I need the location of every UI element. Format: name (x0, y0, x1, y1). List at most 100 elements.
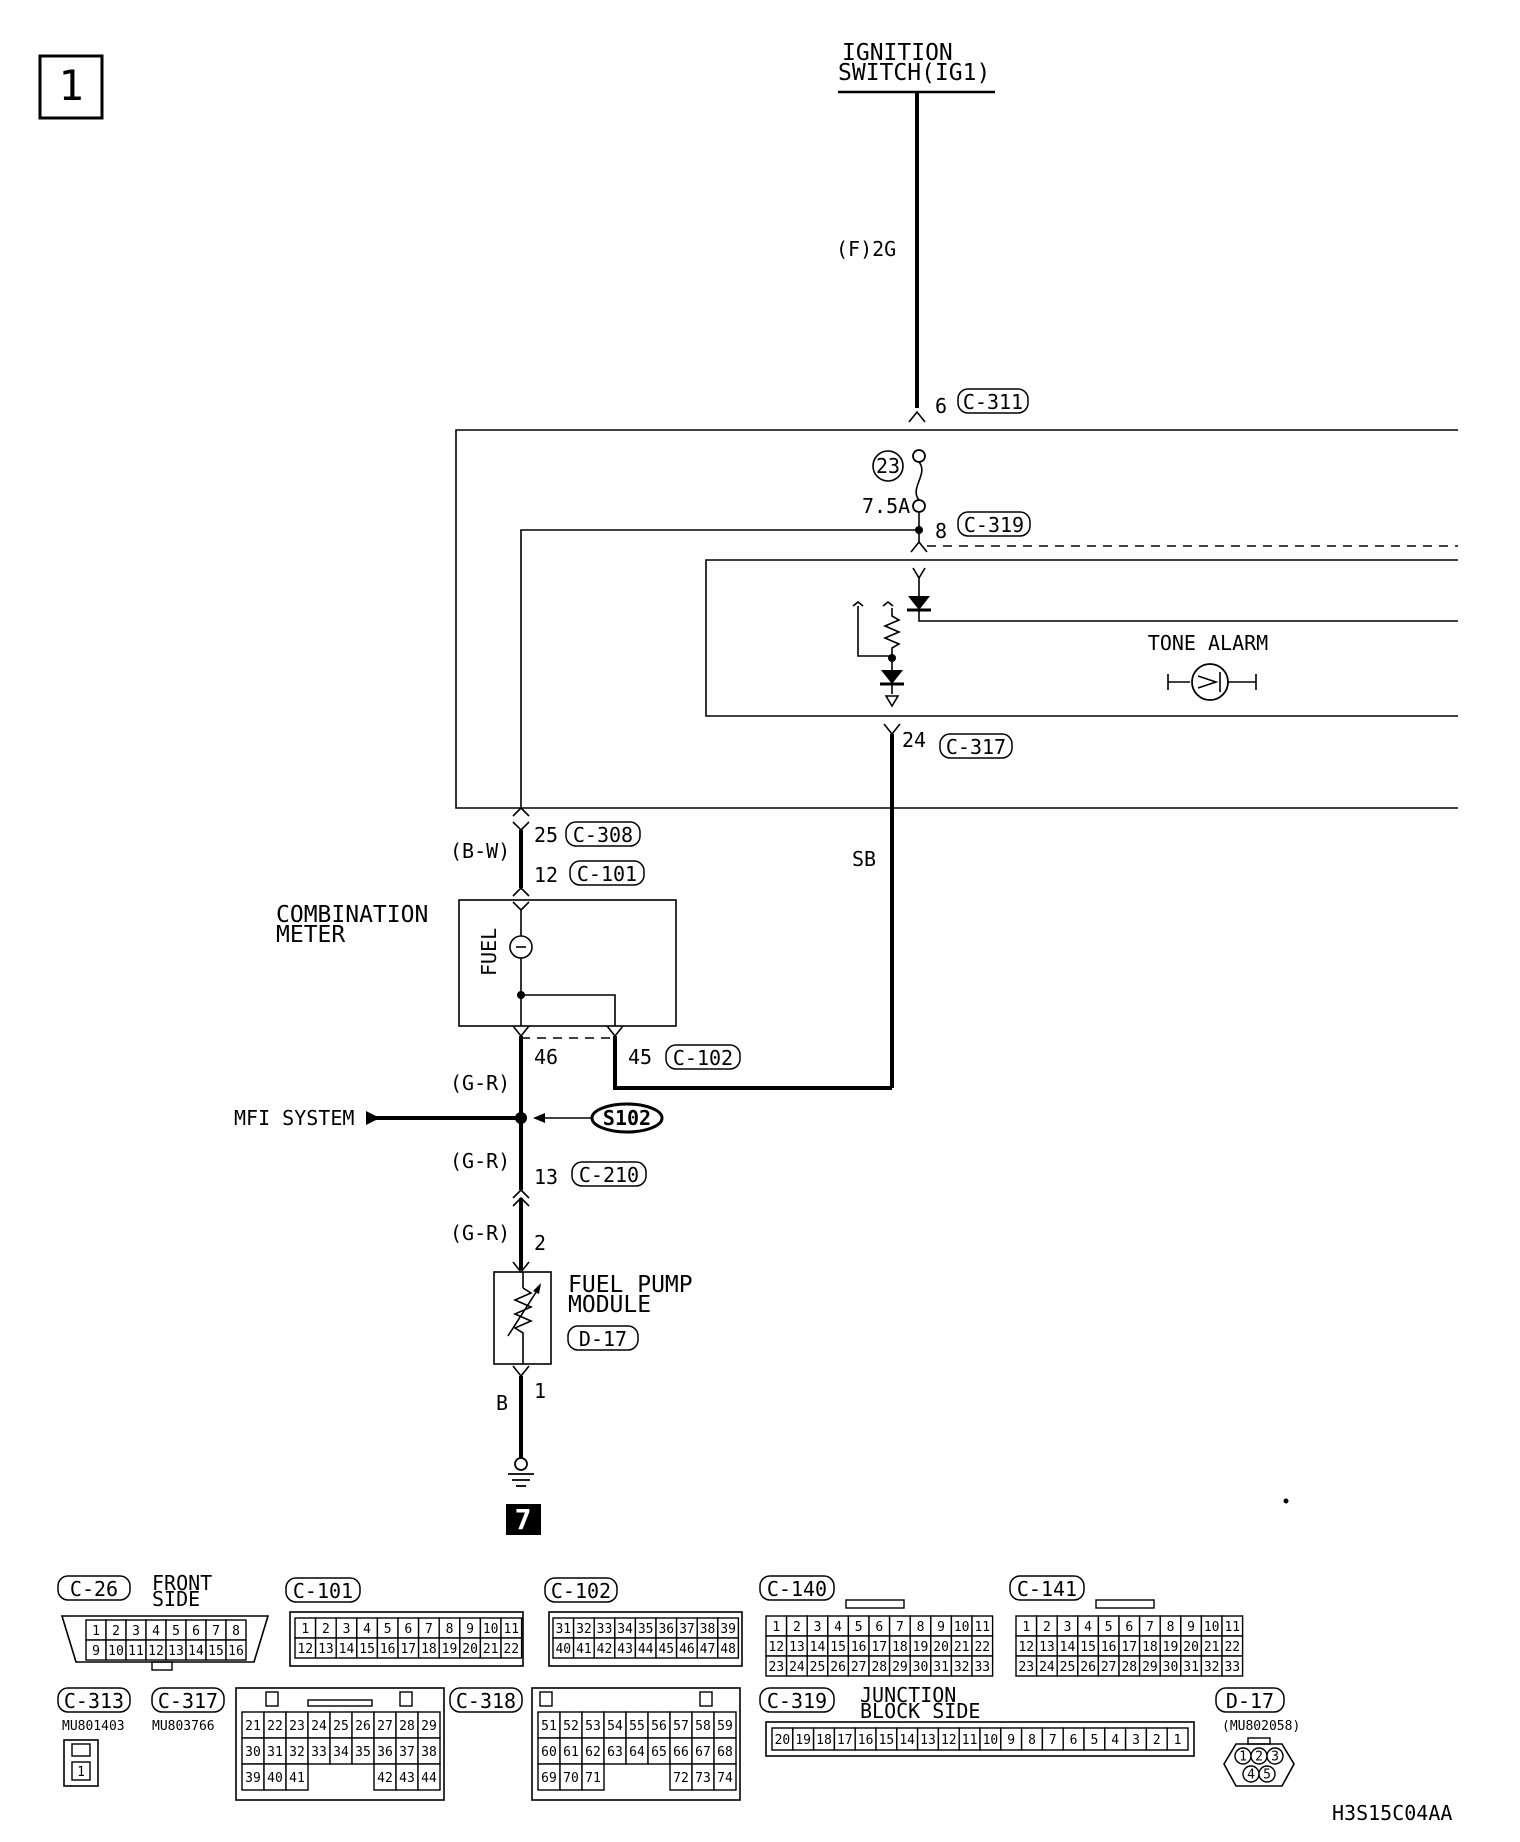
pin-number: 6 (875, 1620, 883, 1635)
pin-number: 12 (941, 1733, 957, 1748)
junction-block-frame (455, 429, 1458, 809)
pin-number: 4 (363, 1622, 371, 1637)
pin-number: 39 (720, 1622, 736, 1637)
pin-number: 19 (795, 1733, 811, 1748)
pin-cell (581, 1763, 605, 1791)
pin-number: 11 (962, 1733, 978, 1748)
pin-number: 8 (232, 1624, 240, 1639)
pin-number: 24 (1039, 1660, 1055, 1675)
connector-d17-label: D-17 (579, 1327, 627, 1351)
legend-c317-part: MU803766 (152, 1719, 215, 1734)
pin-number: 5 (1263, 1768, 1271, 1783)
pin-24-label: 24 (902, 728, 926, 752)
pin-number: 18 (816, 1733, 832, 1748)
fuel-pump-variable-arrow (507, 1285, 541, 1337)
pin-number: 61 (563, 1745, 579, 1760)
pin-number: 3 (1271, 1750, 1279, 1765)
connector-c317-label: C-317 (946, 735, 1006, 759)
legend-c26-tag (57, 1575, 131, 1601)
pin-number: 21 (1204, 1640, 1220, 1655)
pin-number: 5 (384, 1622, 392, 1637)
pin-number: 13 (920, 1733, 936, 1748)
pin-number: 3 (343, 1622, 351, 1637)
pin-number: 37 (399, 1745, 415, 1760)
connector-c210-label: C-210 (579, 1163, 639, 1187)
pin-number: 4 (1111, 1733, 1119, 1748)
pin-number: 60 (541, 1745, 557, 1760)
legend-c141-label: C-141 (1017, 1577, 1077, 1601)
pin-number: 8 (1028, 1733, 1036, 1748)
pin-number: 1 (1022, 1620, 1030, 1635)
pin-number: 47 (700, 1642, 716, 1657)
legend-c318-lock-right (699, 1691, 713, 1707)
pin-number: 57 (673, 1719, 689, 1734)
pin-number: 12 (297, 1642, 313, 1657)
pin-cell (285, 1763, 309, 1791)
resistor-zigzag (882, 608, 902, 656)
legend-d17-tag (1215, 1687, 1285, 1713)
wire-gr-lower-label: (G-R) (450, 1221, 510, 1245)
pin-number: 70 (563, 1771, 579, 1786)
pin-number: 13 (789, 1640, 805, 1655)
legend-d17-label: D-17 (1226, 1689, 1274, 1713)
connector-c101-tag (569, 860, 645, 886)
connector-c319-mark (910, 540, 928, 553)
pin-number: 10 (108, 1644, 124, 1659)
connector-c311-label: C-311 (963, 390, 1023, 414)
pin-number: 14 (188, 1644, 204, 1659)
tone-alarm-symbol-inner (1197, 672, 1221, 692)
pin-number: 51 (541, 1719, 557, 1734)
pin-cell (1258, 1765, 1276, 1783)
wire-gr-upper-label: (G-R) (450, 1071, 510, 1095)
pin-number: 17 (837, 1733, 853, 1748)
pin-number: 39 (245, 1771, 261, 1786)
pin-number: 38 (421, 1745, 437, 1760)
pin-number: 32 (289, 1745, 305, 1760)
pin-number: 35 (638, 1622, 654, 1637)
pin-number: 14 (899, 1733, 915, 1748)
pin-number: 3 (814, 1620, 822, 1635)
connector-c308-mark (512, 806, 530, 832)
wire-sb-label: SB (852, 847, 876, 871)
tone-alarm-left-mark (852, 600, 864, 607)
pin-number: 30 (1163, 1660, 1179, 1675)
pin-number: 20 (462, 1642, 478, 1657)
fuse-terminal-bottom (912, 499, 926, 513)
legend-c26-note-1: FRONT (152, 1571, 212, 1595)
pin-number: 52 (563, 1719, 579, 1734)
pin-number: 6 (1125, 1620, 1133, 1635)
pin-number: 15 (830, 1640, 846, 1655)
splice-pointer-head (533, 1113, 545, 1123)
pin-number: 29 (421, 1719, 437, 1734)
pin-number: 6 (404, 1622, 412, 1637)
connector-c101-label: C-101 (577, 862, 637, 886)
pin-number: 7 (212, 1624, 220, 1639)
pin-number: 9 (92, 1644, 100, 1659)
pin-number: 12 (1018, 1640, 1034, 1655)
pin-cell (713, 1763, 737, 1791)
pin-number: 2 (1153, 1733, 1161, 1748)
pin-number: 41 (576, 1642, 592, 1657)
combination-meter-label-1: COMBINATION (276, 902, 428, 928)
legend-c26-latch (151, 1661, 173, 1671)
wire-gr-middle-label: (G-R) (450, 1149, 510, 1173)
pin-cell (971, 1655, 994, 1677)
ignition-switch-label-1: IGNITION (842, 40, 953, 66)
pin-number: 22 (974, 1640, 990, 1655)
pin-number: 6 (1070, 1733, 1078, 1748)
pin-number: 18 (1142, 1640, 1158, 1655)
pin-cell (717, 1637, 740, 1659)
fuel-pump-resistor (513, 1287, 533, 1364)
legend-c318-label: C-318 (456, 1689, 516, 1713)
drawing-code: H3S15C04AA (1332, 1801, 1452, 1825)
pin-number: 33 (974, 1660, 990, 1675)
legend-c319-note-2: BLOCK SIDE (860, 1699, 980, 1723)
legend-c317-lock-left (265, 1691, 279, 1707)
legend-c317-lock-right (399, 1691, 413, 1707)
pin-number: 13 (1039, 1640, 1055, 1655)
legend-c317-shell (235, 1687, 445, 1801)
